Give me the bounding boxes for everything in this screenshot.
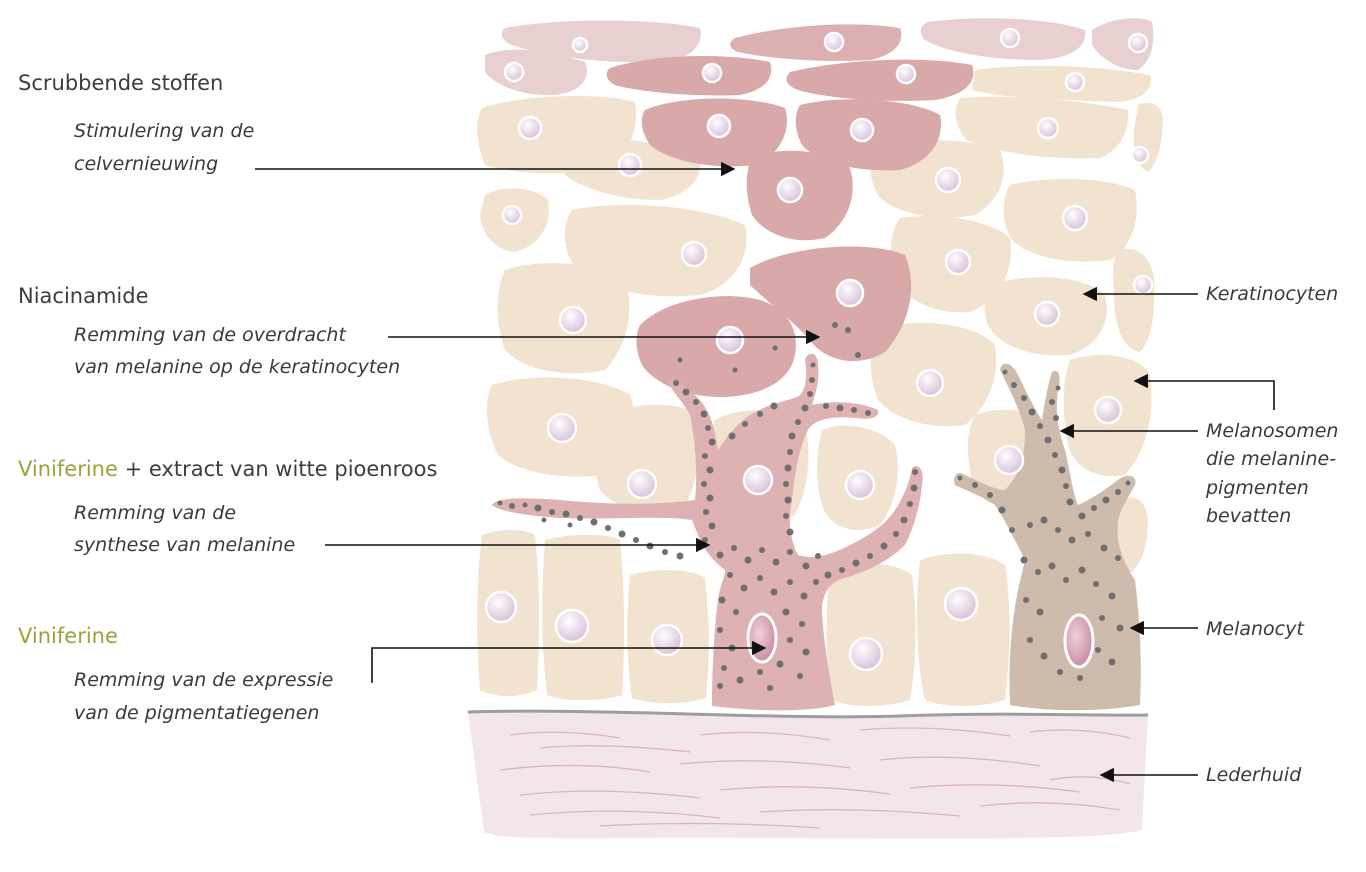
label-viniferine-peony-title: Viniferine + extract van witte pioenroos bbox=[18, 453, 437, 485]
cell bbox=[1092, 18, 1154, 70]
keratinocytes-pink bbox=[485, 18, 1154, 398]
label-viniferine-line2: van de pigmentatiegenen bbox=[74, 702, 320, 724]
cell bbox=[594, 404, 698, 510]
label-viniferine-green: Viniferine bbox=[18, 457, 118, 481]
label-peony-rest: + extract van witte pioenroos bbox=[117, 457, 438, 481]
label-viniferine-title: Viniferine bbox=[18, 624, 118, 648]
cell bbox=[750, 246, 912, 362]
cell bbox=[730, 24, 902, 61]
label-dermis: Lederhuid bbox=[1206, 764, 1302, 786]
dermis-layer bbox=[468, 711, 1148, 839]
cell bbox=[917, 553, 1010, 706]
cell-nuclei bbox=[484, 27, 1154, 672]
cell bbox=[501, 20, 701, 63]
label-keratinocytes: Keratinocyten bbox=[1206, 283, 1339, 305]
label-scrubbing-title: Scrubbende stoffen bbox=[18, 71, 224, 95]
melanocyte-nuclei bbox=[746, 612, 1095, 669]
dermis-border bbox=[467, 709, 1149, 719]
cell bbox=[485, 49, 587, 96]
label-viniferine-line1: Remming van de expressie bbox=[74, 669, 334, 691]
label-melanosomes-1: Melanosomen bbox=[1206, 420, 1339, 442]
cell bbox=[786, 59, 974, 101]
label-melanocyte: Melanocyt bbox=[1206, 618, 1304, 640]
label-peony-line1: Remming van de bbox=[74, 502, 237, 524]
label-niacinamide-title: Niacinamide bbox=[18, 284, 149, 308]
melanosomes bbox=[497, 322, 918, 691]
arrow-viniferine bbox=[371, 640, 767, 683]
cell bbox=[972, 65, 1151, 102]
dermis-fibers bbox=[499, 727, 1131, 829]
cell bbox=[1113, 248, 1155, 352]
cell bbox=[636, 296, 796, 398]
label-scrubbing-line1: Stimulering van de bbox=[74, 120, 255, 142]
arrows bbox=[255, 161, 1275, 783]
melanocyte-pink bbox=[492, 353, 923, 711]
label-melanosomes-2: die melanine- bbox=[1206, 448, 1337, 470]
label-niacinamide-line1: Remming van de overdracht bbox=[74, 324, 346, 346]
cell bbox=[826, 563, 916, 706]
label-niacinamide-line2: van melanine op de keratinocyten bbox=[74, 356, 401, 378]
label-melanosomes-3: pigmenten bbox=[1206, 477, 1309, 499]
label-peony-line2: synthese van melanine bbox=[74, 534, 296, 556]
label-melanosomes-4: bevatten bbox=[1206, 505, 1292, 527]
melanosomes-beige bbox=[957, 369, 1131, 681]
melanocyte-beige bbox=[954, 363, 1141, 711]
arrow-melanosomes-1 bbox=[1133, 373, 1275, 410]
cell bbox=[606, 56, 772, 96]
label-scrubbing-line2: celvernieuwing bbox=[74, 153, 219, 175]
